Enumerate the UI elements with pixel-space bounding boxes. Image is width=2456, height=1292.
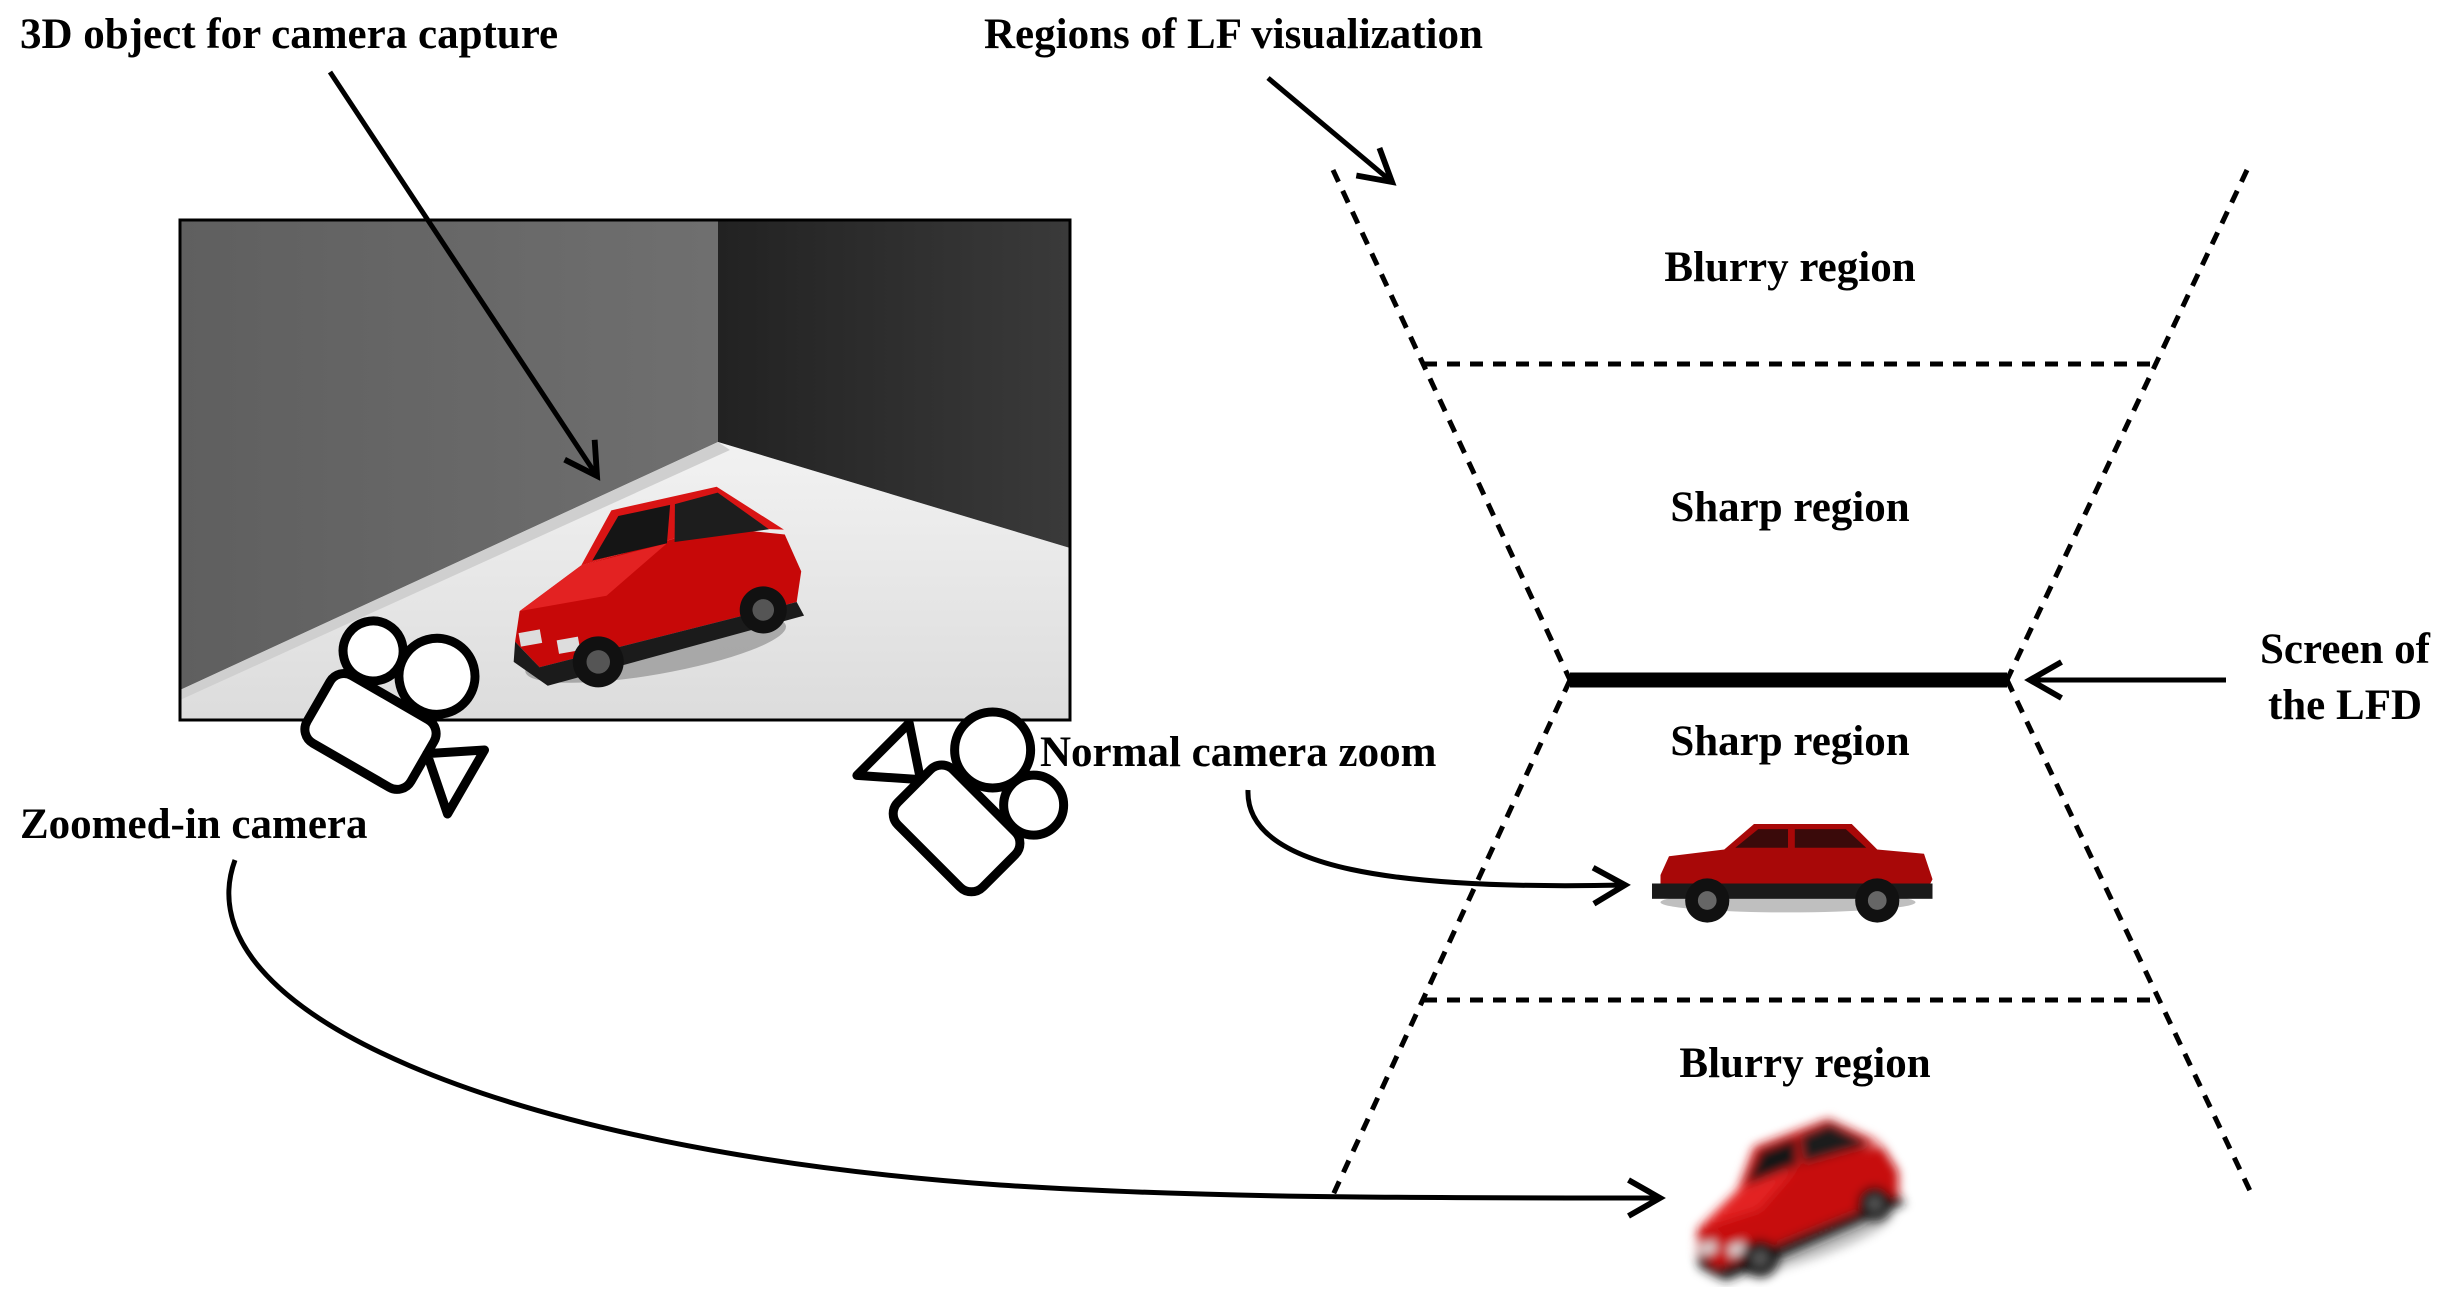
car-sharp <box>1652 824 1933 923</box>
arrow-regions <box>1266 76 1397 186</box>
scene-render <box>178 218 1072 722</box>
blurry-region-top-label: Blurry region <box>1664 244 1916 291</box>
normal-zoom-label: Normal camera zoom <box>1040 729 1437 776</box>
regions-title: Regions of LF visualization <box>984 11 1483 58</box>
object-label: 3D object for camera capture <box>20 11 559 58</box>
arrow-normal-zoom <box>1245 789 1631 907</box>
sharp-region-top-label: Sharp region <box>1670 484 1910 531</box>
arrow-zoomed-in <box>226 859 1666 1219</box>
sharp-region-bottom-label: Sharp region <box>1670 718 1910 765</box>
arrows <box>226 70 2226 1219</box>
lf-region-frame <box>1330 168 2255 1197</box>
blurry-region-bottom-label: Blurry region <box>1679 1040 1931 1087</box>
screen-label-line1: Screen of <box>2260 626 2430 673</box>
arrow-object <box>327 70 601 481</box>
car-blurry <box>1667 1103 1917 1292</box>
screen-label-line2: the LFD <box>2267 681 2423 729</box>
zoomed-camera-label: Zoomed-in camera <box>20 801 368 848</box>
screen-label: Screen of the LFD <box>2235 622 2455 734</box>
